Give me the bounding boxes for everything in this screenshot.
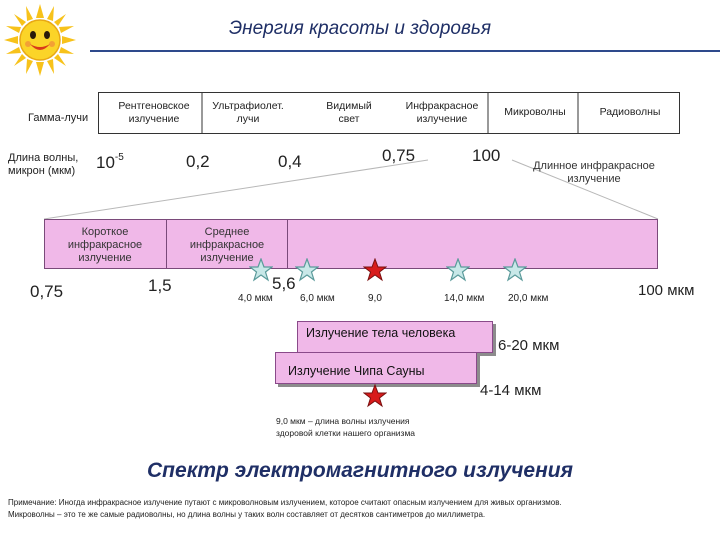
long-ir-label-line2: излучение [567, 173, 621, 185]
ir-scale-100: 100 мкм [638, 282, 695, 299]
spectrum-bar [98, 92, 680, 134]
marker-14um: 14,0 мкм [444, 293, 485, 304]
star-6um-icon [295, 258, 319, 282]
star-20um-icon [503, 258, 527, 282]
sun-logo-icon [4, 4, 76, 76]
sauna-chip-radiation-label: Излучение Чипа Сауны [288, 364, 425, 378]
ir-detail-bar [44, 219, 658, 269]
note-text: Примечание: Иногда инфракрасное излучени… [8, 497, 720, 521]
star-footnote-red-icon [363, 384, 387, 408]
long-ir-label-line1: Длинное инфракрасное [533, 160, 655, 172]
wavelength-10e-5-exponent: -5 [114, 152, 124, 163]
wavelength-0-2: 0,2 [186, 152, 210, 171]
human-body-radiation-label: Излучение тела человека [306, 326, 456, 340]
ir-label: Инфракрасное излучение [394, 100, 490, 126]
uv-label: Ультрафиолет. лучи [200, 100, 296, 126]
microwave-label: Микроволны [504, 106, 566, 118]
visible-label-line2: свет [338, 113, 360, 125]
ir-detail-divider-2 [287, 219, 288, 269]
wavelength-10e-5: 10-5 [96, 152, 124, 173]
star-9um-red-icon [363, 258, 387, 282]
mid-ir-label-line1: Среднее [204, 226, 250, 238]
ir-scale-5-6: 5,6 [272, 274, 296, 293]
uv-label-line2: лучи [236, 113, 260, 125]
human-body-range: 6-20 мкм [498, 337, 560, 354]
marker-6um: 6,0 мкм [300, 293, 335, 304]
xray-label: Рентгеновское излучение [106, 100, 202, 126]
mid-ir-label-line2: инфракрасное [189, 239, 265, 251]
xray-label-line2: излучение [128, 113, 180, 125]
ir-scale-1-5: 1,5 [148, 276, 172, 295]
short-ir-label-line2: инфракрасное [67, 239, 143, 251]
star-14um-icon [446, 258, 470, 282]
radio-label: Радиоволны [599, 106, 661, 118]
wavelength-0-4: 0,4 [278, 152, 302, 171]
xray-label-line1: Рентгеновское [118, 100, 190, 112]
wavelength-axis-label-line1: Длина волны, [8, 152, 79, 164]
ir-scale-0-75: 0,75 [30, 282, 64, 301]
short-ir-label: Короткое инфракрасное излучение [46, 226, 164, 265]
wavelength-axis-label: Длина волны, микрон (мкм) [8, 152, 78, 178]
short-ir-label-line3: излучение [78, 252, 132, 264]
wavelength-0-75: 0,75 [382, 146, 416, 165]
wavelength-10e-5-base: 10 [96, 153, 115, 172]
spectrum-title: Спектр электромагнитного излучения [147, 459, 573, 482]
sauna-chip-radiation-box: Излучение Чипа Сауны [275, 352, 477, 384]
note-line2: Микроволны – это те же самые радиоволны,… [8, 510, 486, 519]
long-ir-label: Длинное инфракрасное излучение [514, 160, 674, 186]
gamma-label: Гамма-лучи [28, 112, 89, 124]
marker-9um: 9,0 [368, 293, 382, 304]
star-4um-icon [249, 258, 273, 282]
human-body-radiation-box: Излучение тела человека [297, 321, 493, 353]
mid-ir-label: Среднее инфракрасное излучение [168, 226, 286, 265]
page-title: Энергия красоты и здоровья [228, 18, 492, 39]
footnote-9um-line2: здоровой клетки нашего организма [276, 428, 416, 438]
visible-label-line1: Видимый [326, 100, 372, 112]
wavelength-100: 100 [472, 146, 501, 165]
uv-label-line1: Ультрафиолет. [212, 100, 284, 112]
wavelength-axis-label-line2: микрон (мкм) [8, 165, 76, 177]
title-underline [90, 50, 720, 52]
short-ir-label-line1: Короткое [81, 226, 129, 238]
footnote-9um-line1: 9,0 мкм – длина волны излучения [276, 416, 410, 426]
note-line1: Примечание: Иногда инфракрасное излучени… [8, 498, 562, 507]
ir-label-line2: излучение [416, 113, 468, 125]
ir-detail-divider-1 [166, 219, 167, 269]
marker-4um: 4,0 мкм [238, 293, 273, 304]
visible-label: Видимый свет [304, 100, 394, 126]
ir-label-line1: Инфракрасное [405, 100, 479, 112]
sauna-chip-range: 4-14 мкм [480, 382, 542, 399]
marker-20um: 20,0 мкм [508, 293, 549, 304]
footnote-9um: 9,0 мкм – длина волны излучения здоровой… [276, 415, 415, 439]
mid-ir-label-line3: излучение [200, 252, 254, 264]
